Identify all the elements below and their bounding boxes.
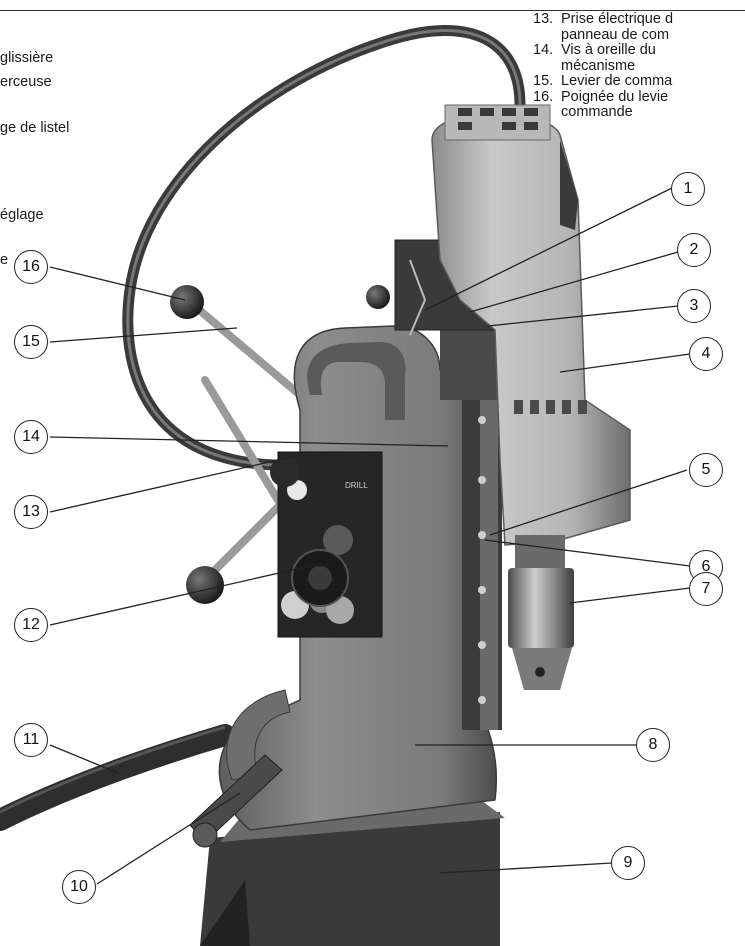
callout-10: 10 [62, 870, 96, 904]
callout-3: 3 [677, 289, 711, 323]
legend-num: 16. [533, 88, 554, 105]
callout-12: 12 [14, 608, 48, 642]
legend-num: 15. [533, 73, 554, 89]
legend-text: Prise électrique d panneau de com [561, 12, 674, 43]
legend-left-line-5: e [0, 252, 9, 268]
callout-14: 14 [14, 420, 48, 454]
legend-item-14: 14. Vis à oreille du mécanisme [533, 42, 745, 74]
callout-16: 16 [14, 250, 48, 284]
legend-text: Poignée du levie commande [561, 88, 669, 120]
legend-item-13: 13. Prise électrique d panneau de com [533, 12, 745, 43]
feed-lever [170, 285, 390, 604]
drill-motor [431, 104, 631, 546]
drill-chuck [508, 535, 574, 690]
legend-left-line-4: églage [0, 207, 44, 223]
lower-cable [0, 724, 236, 831]
top-rule [0, 10, 745, 11]
legend-num: 14. [533, 42, 554, 58]
legend-left-line-2: erceuse [0, 74, 52, 90]
callout-11: 11 [14, 723, 48, 757]
callout-8: 8 [636, 728, 670, 762]
panel-drill-label: DRILL [345, 481, 368, 490]
callout-15: 15 [14, 325, 48, 359]
callout-5: 5 [689, 453, 723, 487]
legend-text: Vis à oreille du mécanisme [561, 42, 656, 74]
legend-left-line-1: glissière [0, 50, 54, 66]
callout-9: 9 [611, 846, 645, 880]
legend-item-16: 16. Poignée du levie commande [533, 88, 745, 121]
legend-text: Levier de comma [561, 73, 673, 89]
legend-left-line-3: ge de listel [0, 120, 70, 136]
legend-item-15: 15. Levier de comma [533, 73, 745, 90]
legend-right: 13. Prise électrique d panneau de com 14… [533, 12, 745, 121]
callout-1: 1 [671, 172, 705, 206]
power-cord [122, 24, 526, 471]
legend-num: 13. [533, 12, 554, 27]
control-panel: DRILL [270, 451, 383, 638]
callout-13: 13 [14, 495, 48, 529]
callout-7: 7 [689, 572, 723, 606]
callout-2: 2 [677, 233, 711, 267]
callout-4: 4 [689, 337, 723, 371]
